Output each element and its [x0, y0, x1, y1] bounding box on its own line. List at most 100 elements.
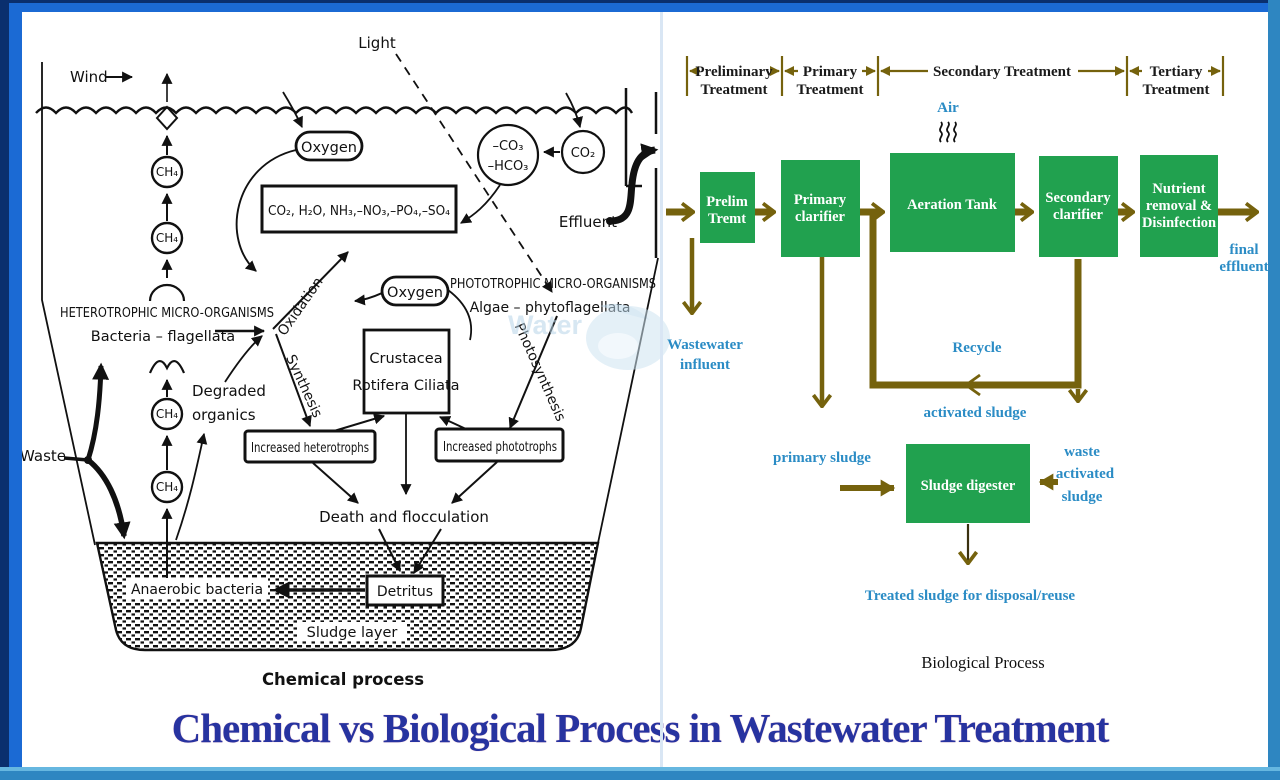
oxidation-line — [272, 251, 349, 330]
death-detritus-line1 — [378, 528, 401, 572]
increased-phototrophs-box — [434, 427, 565, 463]
air-label: Air — [937, 100, 959, 116]
co3-label: –CO₃ — [492, 139, 523, 154]
algae-label: Algae – phytoflagellata — [470, 300, 631, 316]
waste-activated-line1: waste — [1064, 444, 1100, 460]
primary-sludge-label: primary sludge — [773, 450, 871, 466]
nutrient-label-line3: Disinfection — [1142, 215, 1216, 231]
wastewater-influent-line2: influent — [680, 357, 730, 373]
co3-to-box-arrow — [460, 184, 501, 224]
oxidation-label: Oxidation — [275, 274, 327, 338]
sludge-layer-label: Sludge layer — [307, 625, 398, 641]
light-label: Light — [358, 34, 396, 52]
border-top-navy — [0, 0, 1280, 3]
activated-sludge-label: activated sludge — [924, 405, 1027, 421]
border-left-navy — [0, 0, 9, 780]
increased-phototrophs-label: Increased phototrophs — [443, 439, 557, 455]
het-death-line — [312, 462, 359, 504]
death-detritus-line2 — [413, 528, 442, 574]
stage-label-bg — [798, 62, 862, 79]
photosynthesis-line — [508, 315, 558, 430]
waste-activated-line2: activated — [1056, 466, 1115, 482]
detritus-box — [365, 574, 445, 607]
stage-label-bg — [928, 62, 1078, 79]
oxygen2-arrow — [353, 292, 383, 306]
nutrient-label-line1: Nutrient — [1152, 181, 1205, 197]
aeration-arrow — [282, 91, 303, 128]
ch4-bubble-chain — [148, 72, 186, 583]
stage-preliminary-line2: Treatment — [701, 82, 768, 98]
sludge-to-degraded-arrow — [175, 432, 208, 541]
anaerobic-label: Anaerobic bacteria — [131, 582, 263, 598]
ch4-label: CH₄ — [156, 165, 178, 179]
primary-clarifier-label-line2: clarifier — [795, 209, 845, 225]
chemicals-label: CO₂, H₂O, NH₃,–NO₃,–PO₄,–SO₄ — [268, 204, 450, 219]
stage-label-bg — [700, 62, 770, 79]
oxygen2-photo-curve — [447, 289, 472, 341]
stage-tertiary-line2: Treatment — [1143, 82, 1210, 98]
water-surface — [35, 106, 634, 115]
waste-arrows — [63, 362, 131, 540]
recycle-arrowhead — [963, 373, 981, 397]
recycle-label: Recycle — [952, 340, 1001, 356]
co2-in-arrow — [565, 92, 583, 129]
organics-label: organics — [192, 406, 256, 424]
hco3-label: –HCO₃ — [488, 159, 529, 174]
stage-label-bg — [1142, 62, 1208, 79]
border-bottom-blue — [0, 771, 1280, 780]
border-bottom-light — [0, 767, 1280, 771]
sludge-digester-box — [906, 444, 1030, 523]
nutrient-box — [1140, 155, 1218, 257]
ch4-label: CH₄ — [156, 231, 178, 245]
crustacea-label: Crustacea — [369, 351, 442, 367]
phototrophic-label: PHOTOTROPHIC MICRO-ORGANISMS — [450, 276, 656, 292]
death-label: Death and flocculation — [319, 508, 489, 526]
wind-label: Wind — [70, 68, 108, 86]
stage-secondary: Secondary Treatment — [933, 64, 1071, 80]
aeration-tank-label: Aeration Tank — [907, 197, 998, 213]
recycle-loop — [869, 214, 1082, 389]
chemical-process-caption: Chemical process — [262, 670, 424, 689]
degraded-label: Degraded — [192, 382, 266, 400]
biological-process-diagram: Preliminary Treatment Primary Treatment … — [666, 56, 1269, 672]
prelim-label-line2: Tremt — [708, 211, 746, 227]
increased-heterotrophs-box — [243, 429, 377, 464]
waste-label: Waste — [20, 447, 66, 465]
photo-death-line — [451, 461, 498, 504]
primary-clarifier-box — [781, 160, 860, 257]
co2-label: CO₂ — [571, 146, 596, 161]
co2-circle — [560, 129, 606, 175]
chemicals-box — [260, 184, 458, 234]
final-effluent-line1: final — [1229, 242, 1258, 258]
aeration-tank-box — [890, 153, 1015, 252]
heterotrophic-label: HETEROTROPHIC MICRO-ORGANISMS — [60, 305, 274, 321]
border-left-blue — [9, 3, 22, 780]
sludge-layer-bg — [297, 622, 407, 641]
border-right-blue — [1268, 0, 1280, 780]
ch4-label: CH₄ — [156, 407, 178, 421]
prelim-box — [700, 172, 755, 243]
carbonate-circle — [476, 123, 540, 187]
process-boxes — [700, 153, 1218, 523]
stage-tertiary-line1: Tertiary — [1150, 64, 1203, 80]
secondary-clarifier-label-line1: Secondary — [1045, 190, 1111, 206]
degraded-up-curve — [224, 335, 263, 383]
treated-sludge-label: Treated sludge for disposal/reuse — [865, 588, 1075, 604]
primary-clarifier-label-line1: Primary — [794, 192, 847, 208]
increased-heterotrophs-label: Increased heterotrophs — [251, 440, 369, 456]
wastewater-influent-line1: Wastewater — [667, 337, 743, 353]
photosynthesis-label: Photosynthesis — [511, 321, 569, 424]
final-effluent-line2: effluent — [1219, 259, 1268, 275]
ch4-label: CH₄ — [156, 480, 178, 494]
anaerobic-bg — [126, 578, 268, 599]
photo-to-crustacea-arrow — [439, 416, 467, 430]
secondary-clarifier-box — [1039, 156, 1118, 257]
chemical-process-diagram: CH₄ CH₄ CH₄ CH₄ Wind Light Oxygen CO₂, H… — [20, 34, 659, 689]
pond-left-wall — [41, 62, 96, 546]
prelim-label-line1: Prelim — [706, 194, 748, 210]
detritus-label: Detritus — [377, 584, 433, 600]
oxygen-box-1 — [294, 130, 364, 162]
air-squiggle-icon — [939, 121, 957, 143]
het-to-crustacea-arrow — [333, 413, 386, 432]
